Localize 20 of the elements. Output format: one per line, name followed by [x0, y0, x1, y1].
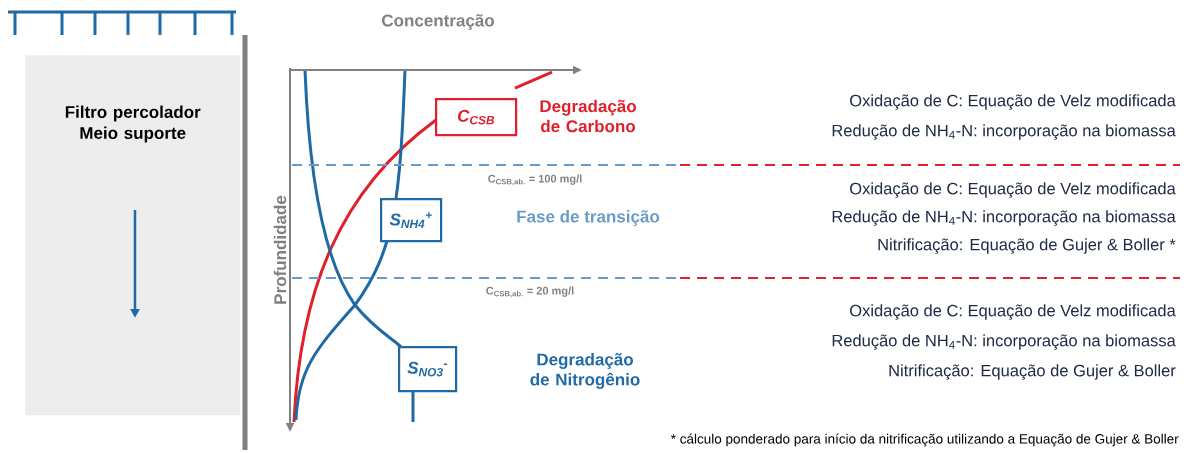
zone-label: Fase de transição: [517, 210, 660, 226]
threshold-label: C$_{CSB,ab.}$ = 20 mg/l: [486, 286, 574, 298]
axis-label: Concentração: [382, 14, 494, 30]
threshold-label: C$_{CSB,ab.}$ = 100 mg/l: [488, 174, 582, 186]
process-note: Oxidação de C: Equação de Velz modificada: [850, 182, 1176, 198]
process-note: Nitrificação: Equação de Gujer & Boller: [889, 364, 1176, 380]
process-note: Nitrificação: Equação de Gujer & Boller *: [878, 238, 1176, 254]
curve-label-box: C$_{CSB}$: [435, 98, 518, 137]
process-note: Redução de NH$_{4}$-N: incorporação na biomassa: [832, 210, 1176, 226]
process-note: Redução de NH$_{4}$-N: incorporação na biomassa: [832, 334, 1176, 350]
footnote: * cálculo ponderado para início da nitrificação utilizando a Equação de Gujer & Boller: [670, 433, 1179, 447]
zone-label: Degradação de Carbono: [540, 99, 636, 133]
curve-label-box: S$_{NO3}$-: [398, 346, 458, 393]
process-note: Redução de NH$_{4}$-N: incorporação na biomassa: [832, 124, 1176, 140]
zone-label: Degradação de Nitrogênio: [530, 353, 640, 389]
curve-label-box: S$_{NH4}$+: [380, 198, 443, 243]
axis-label: Profundidade: [273, 195, 287, 304]
process-note: Oxidação de C: Equação de Velz modificada: [850, 94, 1176, 110]
process-note: Oxidação de C: Equação de Velz modificada: [850, 304, 1176, 320]
filter-medium: Filtro percolador Meio suporte: [25, 55, 241, 416]
